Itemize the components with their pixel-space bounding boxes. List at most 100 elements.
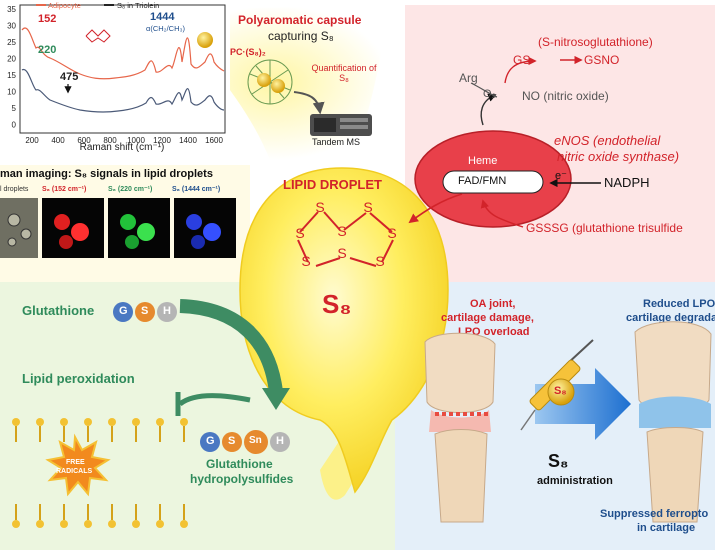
lipid-head [132, 418, 140, 426]
peak-1444-note: α(CH₂/CH₃) [146, 24, 186, 33]
lipid-head [84, 520, 92, 528]
s8-atom: S [295, 225, 304, 241]
s8-large-label: S₈ [322, 289, 352, 319]
poly-bead-g [200, 432, 220, 452]
administration-s8: S₈ [548, 451, 569, 471]
lipid-head [132, 520, 140, 528]
treatment-arrow [535, 368, 631, 440]
lipid-head [60, 418, 68, 426]
fad-fmn-label: FAD/FMN [458, 175, 507, 187]
imaging-title: man imaging: S₈ signals in lipid droplet… [0, 168, 213, 180]
lipid-head [156, 520, 164, 528]
lipid-head [108, 418, 116, 426]
s8-atom: S [387, 225, 396, 241]
imaging-micrographs [0, 198, 236, 258]
heme-label: Heme [468, 155, 498, 167]
raman-y-tick: 30 [7, 22, 16, 31]
peak-475-label: 475 [60, 71, 78, 83]
raman-y-tick: 25 [7, 38, 16, 47]
oa-label-line1: OA joint, [470, 298, 516, 310]
healthy-knee [634, 321, 712, 523]
peak-1444-label: 1444 [150, 11, 175, 23]
free-radicals-line2: RADICALS [56, 468, 93, 475]
oa-label-line2: cartilage damage, [441, 312, 534, 324]
capsule-title: Polyaromatic capsule [238, 13, 362, 27]
raman-x-tick: 1000 [127, 136, 145, 145]
o2-label: O₂ [483, 88, 496, 100]
poly-letter-sn: Sn [249, 435, 262, 446]
raman-x-axis-label: Raman shift (cm⁻¹) [80, 142, 165, 153]
capsule-subtitle: capturing S₈ [268, 29, 334, 43]
gsh-bead-h [157, 302, 177, 322]
poly-bead-sn [244, 430, 268, 454]
nadph-label: NADPH [604, 175, 650, 190]
lipid-head [60, 520, 68, 528]
raman-x-tick: 800 [103, 136, 117, 145]
peak-220-label: 220 [38, 44, 56, 56]
s8-atom: S [301, 253, 310, 269]
lipid-head [12, 520, 20, 528]
no-to-gsno-arrow [504, 56, 537, 84]
raman-axes-frame [19, 4, 226, 134]
gsssg-to-enos-arrow [480, 199, 524, 228]
imaging-label-droplets: l droplets [0, 186, 29, 193]
syringe-s8-badge [547, 378, 575, 406]
inhibition-arc [178, 393, 251, 407]
poly-letter-h: H [276, 435, 284, 447]
gs-radical: GS· [513, 53, 535, 67]
poly-letter-g: G [206, 435, 215, 447]
glutathione-arrowhead [262, 388, 290, 410]
no-label: NO (nitric oxide) [522, 89, 609, 103]
lipid-head [12, 418, 20, 426]
gsno-full-name: (S-nitrosoglutathione) [538, 35, 653, 49]
tandem-ms-icon [310, 114, 372, 136]
heme-to-no-arrow [480, 93, 497, 126]
gsh-bead-g [113, 302, 133, 322]
enos-label-line2: nitric oxide synthase) [557, 149, 680, 164]
poly-bead-h [270, 432, 290, 452]
raman-y-tick: 20 [7, 55, 16, 64]
glutathione-conversion-arrow [179, 299, 283, 393]
raman-series-adipocyte [21, 27, 225, 80]
peak-152-label: 152 [38, 13, 56, 25]
gsh-letter-s: S [141, 305, 149, 317]
s8-mini-molecule [85, 29, 111, 43]
oa-knee [424, 332, 496, 523]
electron-label: e⁻ [555, 170, 567, 182]
s8-atom: S [363, 200, 372, 215]
raman-x-tick: 1200 [153, 136, 171, 145]
suppressed-label-line2: in cartilage [637, 522, 696, 534]
raman-x-tick: 1400 [179, 136, 197, 145]
glutathione-label: Glutathione [22, 303, 95, 318]
gsno-label: GSNO [584, 53, 620, 67]
imaging-label-152: S₈ (152 cm⁻¹) [42, 186, 87, 193]
capsule-formula: PC·(S₈)₂ [230, 47, 266, 57]
capsule-illustration [247, 59, 372, 136]
arg-to-no-line [470, 82, 498, 98]
raman-x-tick: 200 [25, 136, 39, 145]
s8-atom: S [337, 245, 346, 261]
capsule-quant: Quantification of S₈ [311, 63, 377, 83]
legend-triolein: S₈ in Triolein [117, 1, 159, 10]
poly-label-line1: Glutathione [206, 457, 273, 471]
lipid-head [36, 418, 44, 426]
s8-atom: S [315, 200, 324, 215]
lipid-droplet-title: LIPID DROPLET [283, 177, 382, 192]
s8-gold-sphere [197, 32, 213, 48]
raman-series-triolein [21, 68, 225, 113]
capsule-to-ms-arrow [293, 91, 325, 115]
lipid-bilayer [12, 418, 188, 528]
free-radicals-line1: FREE [66, 459, 85, 466]
droplet-to-enos-arrow [408, 193, 463, 224]
suppressed-label-line1: Suppressed ferropto [600, 508, 709, 520]
lipid-head [108, 520, 116, 528]
administration-label: administration [537, 475, 613, 487]
gsssg-label: GSSSG (glutathione trisulfide [526, 221, 683, 235]
free-radicals-burst [45, 433, 111, 497]
raman-y-tick: 10 [7, 88, 16, 97]
